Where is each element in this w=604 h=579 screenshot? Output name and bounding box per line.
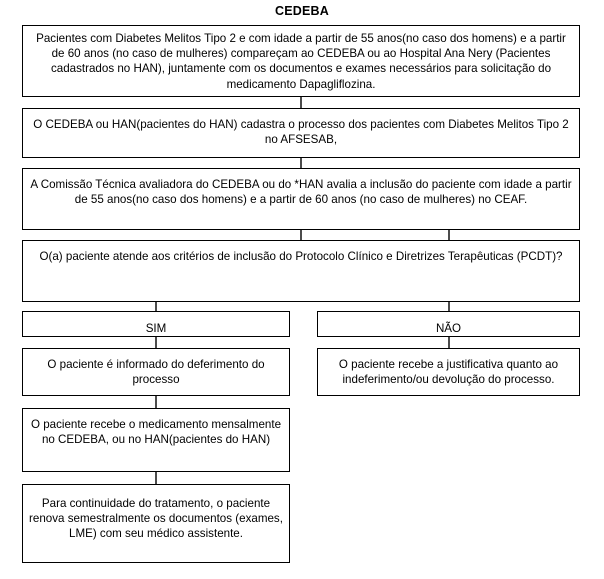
step-rejection-justification: O paciente recebe a justificativa quanto… [317,348,580,396]
branch-no: NÃO [317,311,580,337]
connector-decision-yes [155,302,157,311]
step-patients-attend: Pacientes com Diabetes Melitos Tipo 2 e … [22,25,580,97]
step-approval-informed-text: O paciente é informado do deferimento do… [47,358,265,387]
connector-decision-no [448,302,450,311]
step-monthly-medication-text: O paciente recebe o medicamento mensalme… [30,418,282,447]
step-rejection-justification-text: O paciente recebe a justificativa quanto… [338,358,559,387]
connector-n1-n2 [300,97,302,108]
connector-yes-result [155,337,157,348]
step-register-process-text: O CEDEBA ou HAN(pacientes do HAN) cadast… [33,118,569,147]
step-technical-commission-text: A Comissão Técnica avaliadora do CEDEBA … [30,178,572,207]
connector-n9-n10 [155,472,157,484]
step-semiannual-renewal-text: Para continuidade do tratamento, o pacie… [29,497,283,541]
step-register-process: O CEDEBA ou HAN(pacientes do HAN) cadast… [22,108,580,158]
step-technical-commission: A Comissão Técnica avaliadora do CEDEBA … [22,168,580,230]
connector-n7-n9 [155,396,157,408]
connector-no-result [448,337,450,348]
decision-pcdt-criteria: O(a) paciente atende aos critérios de in… [22,240,580,302]
branch-yes-label: SIM [145,322,167,335]
connector-n3-n4-left [300,230,302,240]
branch-yes: SIM [22,311,290,337]
step-semiannual-renewal: Para continuidade do tratamento, o pacie… [22,484,290,563]
decision-pcdt-criteria-text: O(a) paciente atende aos critérios de in… [39,250,563,263]
step-monthly-medication: O paciente recebe o medicamento mensalme… [22,408,290,472]
step-approval-informed: O paciente é informado do deferimento do… [22,348,290,396]
connector-n2-n3 [300,158,302,168]
page-title: CEDEBA [275,4,329,18]
step-patients-attend-text: Pacientes com Diabetes Melitos Tipo 2 e … [36,32,566,91]
connector-n3-n4-right [448,230,450,240]
branch-no-label: NÃO [435,322,462,335]
